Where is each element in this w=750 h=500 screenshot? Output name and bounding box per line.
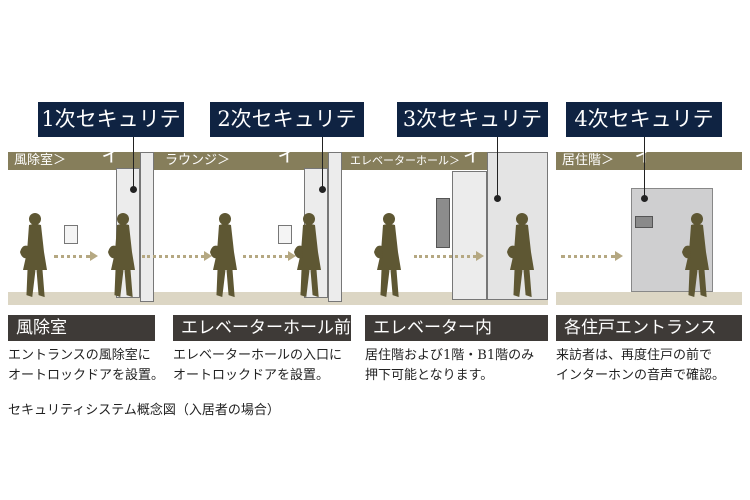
resident-silhouette — [505, 210, 539, 298]
dotted-arrow-icon — [414, 251, 484, 262]
leader-line — [644, 137, 645, 198]
desc-line: エレベーターホールの入口に — [173, 348, 343, 363]
leader-dot — [130, 186, 137, 193]
resident-silhouette — [18, 210, 52, 298]
leader-dot — [641, 195, 648, 202]
unit-intercom — [635, 216, 653, 228]
resident-silhouette — [208, 210, 242, 298]
leader-line — [322, 137, 323, 189]
resident-silhouette — [106, 210, 140, 298]
resident-silhouette — [292, 210, 326, 298]
leader-dot — [494, 195, 501, 202]
desc-line: オートロックドアを設置。 — [8, 368, 165, 383]
leader-line — [497, 137, 498, 198]
diagram-caption: セキュリティシステム概念図（入居者の場合） — [8, 403, 280, 418]
desc-line: インターホンの音声で確認。 — [556, 368, 726, 383]
security-level-4: 4次セキュリティ — [566, 102, 722, 166]
dotted-arrow-icon — [142, 251, 212, 262]
desc-line: オートロックドアを設置。 — [173, 368, 330, 383]
auto-lock-door-2-panel — [328, 152, 342, 302]
zone-band-1: 風除室＞ — [8, 152, 155, 170]
security-level-2: 2次セキュリティ — [210, 102, 364, 166]
section-title-3: エレベーター内 — [365, 315, 548, 341]
elevator-wall — [452, 171, 487, 300]
auto-lock-door-1-panel — [140, 152, 154, 302]
intercom-panel-2 — [278, 225, 292, 244]
security-level-1: 1次セキュリティ — [38, 102, 184, 166]
leader-line — [133, 137, 134, 189]
intercom-panel-1 — [64, 225, 78, 244]
dotted-arrow-icon — [54, 251, 98, 262]
dotted-arrow-icon — [561, 251, 623, 262]
section-title-1: 風除室 — [8, 315, 155, 341]
section-desc-2: エレベーターホールの入口にオートロックドアを設置。 — [173, 346, 342, 386]
elevator-call-panel — [436, 198, 450, 248]
resident-silhouette — [680, 210, 714, 298]
security-level-3: 3次セキュリティ — [397, 102, 548, 166]
floor — [556, 292, 742, 305]
desc-line: 来訪者は、再度住戸の前で — [556, 348, 713, 363]
desc-line: 居住階および1階・B1階のみ — [365, 348, 535, 363]
desc-line: 押下可能となります。 — [365, 368, 494, 383]
leader-dot — [319, 186, 326, 193]
resident-silhouette — [372, 210, 406, 298]
section-title-4: 各住戸エントランス — [556, 315, 742, 341]
zone-band-4: 居住階＞ — [556, 152, 742, 170]
desc-line: エントランスの風除室に — [8, 348, 151, 363]
section-desc-1: エントランスの風除室にオートロックドアを設置。 — [8, 346, 164, 386]
section-desc-3: 居住階および1階・B1階のみ押下可能となります。 — [365, 346, 534, 386]
section-title-2: エレベーターホール前 — [173, 315, 351, 341]
zone-band-2: ラウンジ＞ — [155, 152, 340, 170]
dotted-arrow-icon — [243, 251, 296, 262]
section-desc-4: 来訪者は、再度住戸の前でインターホンの音声で確認。 — [556, 346, 725, 386]
